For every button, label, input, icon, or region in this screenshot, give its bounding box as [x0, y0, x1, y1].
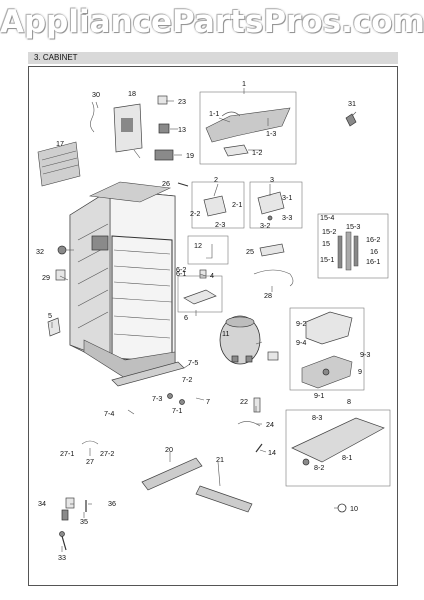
callout-30: 30: [92, 90, 100, 99]
callout-9-4: 9-4: [296, 338, 306, 347]
callout-3-2: 3-2: [260, 221, 270, 230]
callout-6-1: 6-1: [176, 269, 186, 278]
callout-2-2: 2-2: [190, 209, 200, 218]
part-group-8: [285, 409, 391, 513]
diagram-frame: [28, 66, 398, 586]
callout-34: 34: [38, 499, 46, 508]
part-group-2-3: [191, 181, 303, 229]
callout-3-1: 3-1: [282, 193, 292, 202]
callout-35: 35: [80, 517, 88, 526]
callout-4: 4: [210, 271, 214, 280]
callout-28: 28: [264, 291, 272, 300]
callout-9-1: 9-1: [314, 391, 324, 400]
callout-33: 33: [58, 553, 66, 562]
callout-26: 26: [162, 179, 170, 188]
callout-21: 21: [216, 455, 224, 464]
callout-27-2: 27-2: [100, 449, 114, 458]
callout-17: 17: [56, 139, 64, 148]
callout-32: 32: [36, 247, 44, 256]
callout-16-2: 16-2: [366, 235, 380, 244]
watermark: AppliancePartsPros.com: [0, 4, 424, 40]
callout-24: 24: [266, 420, 274, 429]
callout-22: 22: [240, 397, 248, 406]
callout-1-3: 1-3: [266, 129, 276, 138]
callout-13: 13: [178, 125, 186, 134]
callout-7-3: 7-3: [152, 394, 162, 403]
callout-20: 20: [165, 445, 173, 454]
callout-10: 10: [350, 504, 358, 513]
cabinet-body: [69, 181, 176, 379]
callout-8-1: 8-1: [342, 453, 352, 462]
callout-1-1: 1-1: [209, 109, 219, 118]
callout-9-3: 9-3: [360, 350, 370, 359]
callout-15-3: 15-3: [346, 222, 360, 231]
callout-15: 15: [322, 239, 330, 248]
callout-19: 19: [186, 151, 194, 160]
part-group-9: [289, 307, 365, 391]
callout-8: 8: [347, 397, 351, 406]
callout-2-3: 2-3: [215, 220, 225, 229]
callout-11: 11: [222, 329, 229, 338]
rails-20-21: [141, 457, 253, 513]
callout-18: 18: [128, 89, 136, 98]
middle-parts: [177, 235, 294, 313]
callout-3: 3: [270, 175, 274, 184]
callout-1: 1: [242, 79, 246, 88]
callout-16-1: 16-1: [366, 257, 380, 266]
compressor: [219, 315, 279, 365]
callout-2: 2: [214, 175, 218, 184]
part-group-15-16: [317, 113, 389, 279]
part-group-1: [199, 91, 297, 165]
callout-14: 14: [268, 448, 276, 457]
callout-7-1: 7-1: [172, 406, 182, 415]
callout-36: 36: [108, 499, 116, 508]
callout-8-3: 8-3: [312, 413, 322, 422]
callout-27-1: 27-1: [60, 449, 74, 458]
callout-6: 6: [184, 313, 188, 322]
callout-15-1: 15-1: [320, 255, 334, 264]
leader-lines: [51, 88, 357, 552]
callout-9: 9: [358, 367, 362, 376]
callout-5: 5: [48, 311, 52, 320]
bottom-left-parts: [59, 440, 99, 551]
callout-16: 16: [370, 247, 378, 256]
left-parts: [37, 95, 189, 337]
callout-7-4: 7-4: [104, 409, 114, 418]
callout-29: 29: [42, 273, 50, 282]
callout-labels: 1 1-1 1-2 1-3 2 2-1 2-2 2-3 3 3-1 3-2 3-…: [36, 79, 380, 562]
callout-23: 23: [178, 97, 186, 106]
callout-1-2: 1-2: [252, 148, 262, 157]
callout-15-4: 15-4: [320, 213, 334, 222]
section-title: 3. CABINET: [28, 52, 398, 64]
callout-15-2: 15-2: [322, 227, 336, 236]
callout-12: 12: [194, 241, 202, 250]
callout-9-2: 9-2: [296, 319, 306, 328]
callout-3-3: 3-3: [282, 213, 292, 222]
callout-7: 7: [206, 397, 210, 406]
callout-31: 31: [348, 99, 356, 108]
callout-7-2: 7-2: [182, 375, 192, 384]
callout-27: 27: [86, 457, 94, 466]
callout-6-2: 6-2: [176, 265, 186, 274]
callout-2-1: 2-1: [232, 200, 242, 209]
callout-8-2: 8-2: [314, 463, 324, 472]
lower-middle-parts: [237, 397, 263, 453]
callout-25: 25: [246, 247, 254, 256]
callout-7-5: 7-5: [188, 358, 198, 367]
